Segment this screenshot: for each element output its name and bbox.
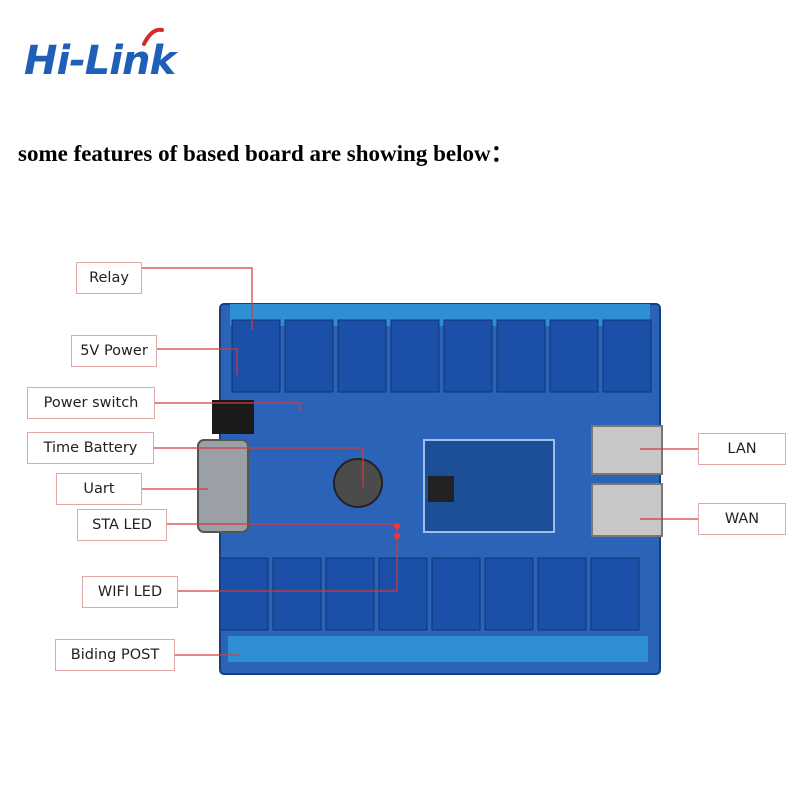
callout-time-battery: Time Battery: [27, 432, 154, 464]
logo-wordmark: Hi-Link: [24, 38, 176, 84]
callout-biding-post: Biding POST: [55, 639, 175, 671]
callout-wan: WAN: [698, 503, 786, 535]
callout-uart: Uart: [56, 473, 142, 505]
relay-board-image: [190, 290, 680, 680]
logo-swoosh-icon: [142, 27, 164, 46]
hi-link-logo: Hi-Link: [24, 26, 224, 86]
callout-relay: Relay: [76, 262, 142, 294]
callout-power-switch: Power switch: [27, 387, 155, 419]
callout-5v-power: 5V Power: [71, 335, 157, 367]
callout-lan: LAN: [698, 433, 786, 465]
callout-wifi-led: WIFI LED: [82, 576, 178, 608]
page-headline: some features of based board are showing…: [18, 141, 514, 166]
callout-sta-led: STA LED: [77, 509, 167, 541]
